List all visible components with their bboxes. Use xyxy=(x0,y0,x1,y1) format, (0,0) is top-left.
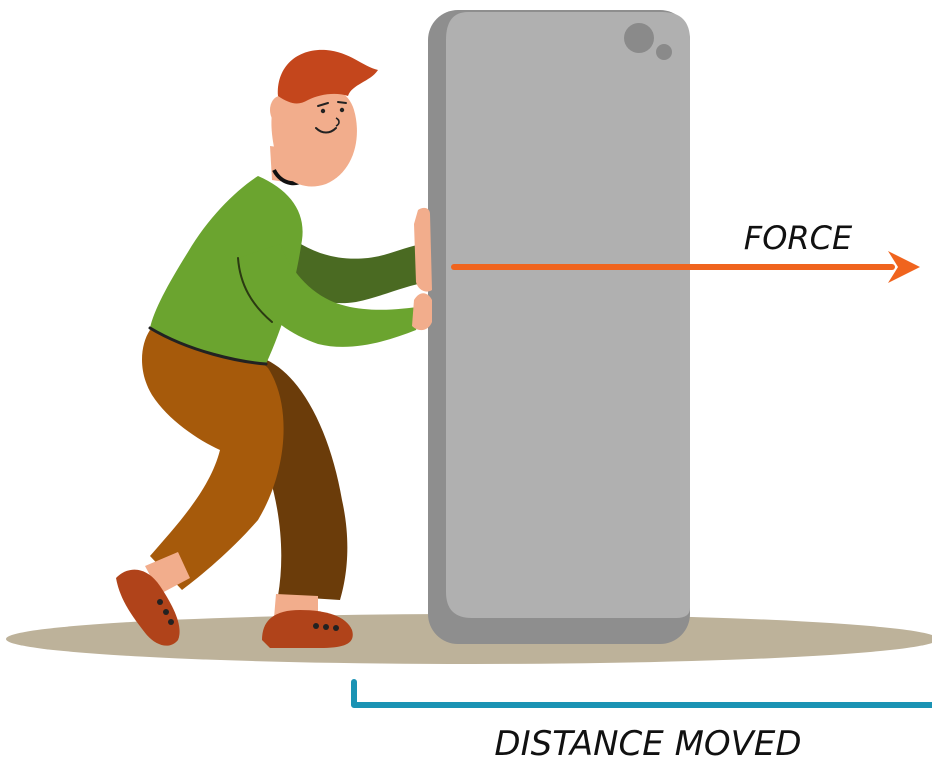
front-leg xyxy=(142,330,284,590)
front-hand xyxy=(412,293,432,330)
refrigerator xyxy=(428,10,690,644)
force-label: FORCE xyxy=(744,219,853,257)
refrigerator-knob-large xyxy=(624,23,654,53)
distance-bracket xyxy=(354,682,932,705)
distance-label: DISTANCE MOVED xyxy=(494,724,801,760)
back-hand xyxy=(414,208,432,292)
refrigerator-front-panel xyxy=(446,12,690,618)
refrigerator-knob-small xyxy=(656,44,672,60)
person-pushing xyxy=(116,50,432,648)
